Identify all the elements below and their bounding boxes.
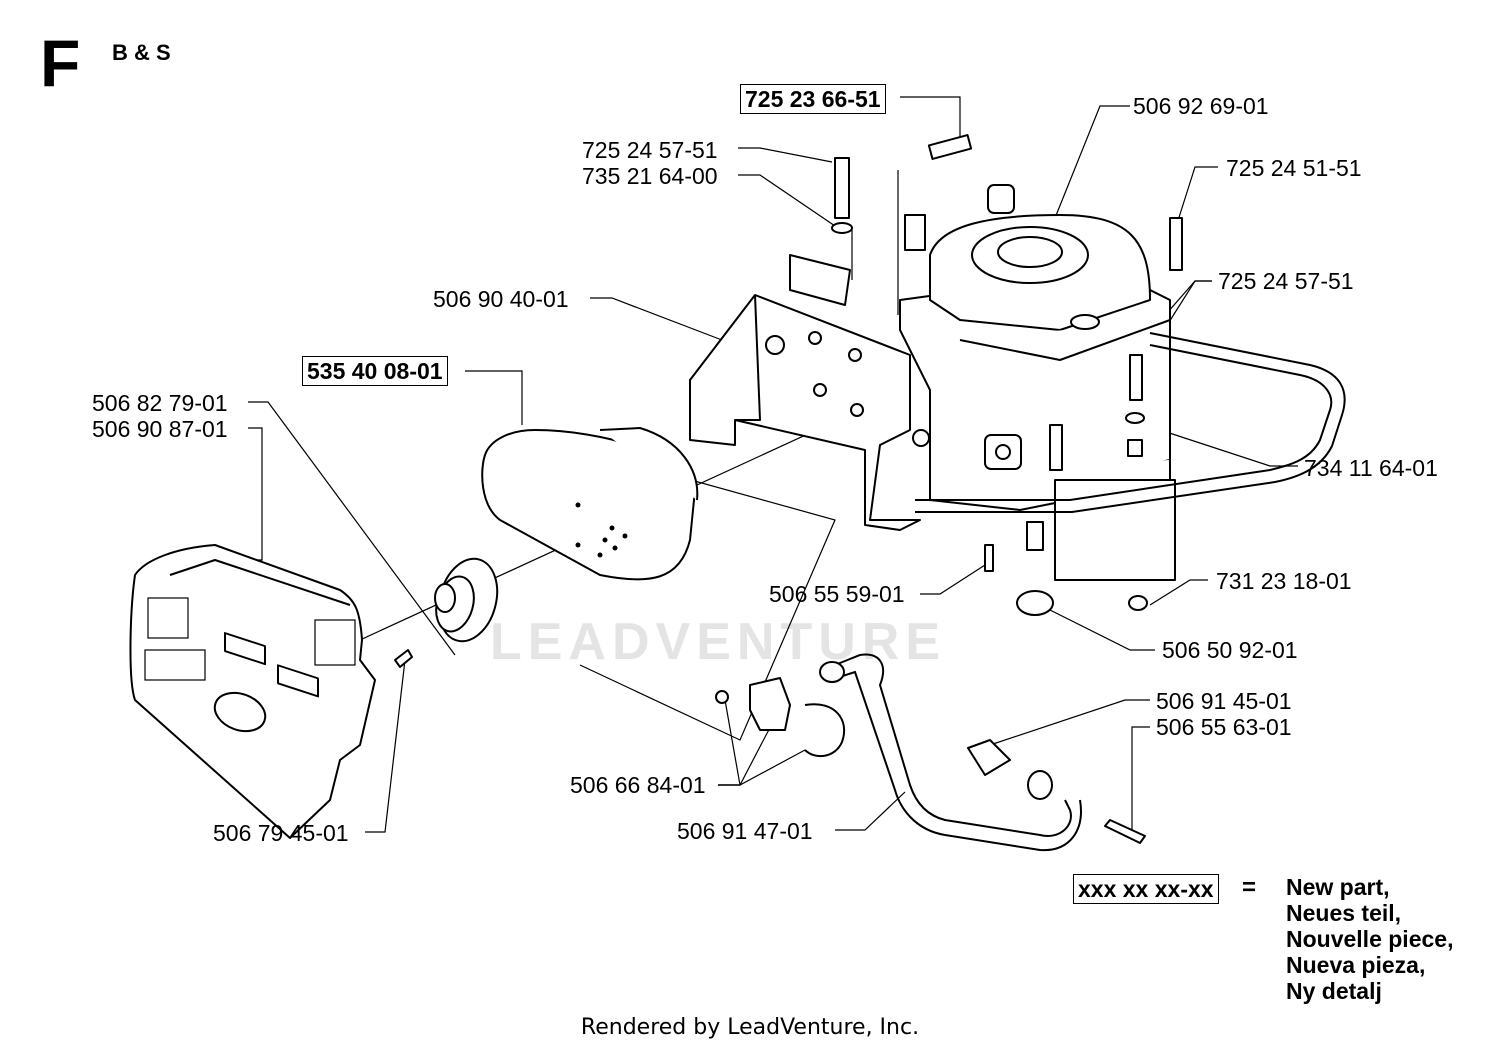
part-number[interactable]: 506 90 40-01 [433,286,569,312]
frame-tube-drawing [915,332,1346,513]
bracket-drawing [689,214,926,531]
legend-line: Ny detalj [1286,978,1382,1004]
legend-line: Neues teil, [1286,900,1402,926]
part-number-new[interactable]: 535 40 08-01 [302,356,448,386]
clamp-drawing [715,677,846,758]
part-number[interactable]: 725 24 51-51 [1226,155,1362,181]
legend-line: Nueva pieza, [1286,952,1426,978]
part-number[interactable]: 506 66 84-01 [570,772,706,798]
part-number[interactable]: 506 55 63-01 [1156,714,1292,740]
legend-line: New part, [1286,874,1390,900]
legend-code-box: xxx xx xx-xx [1073,874,1219,904]
part-number[interactable]: 506 92 69-01 [1133,93,1269,119]
engine-drawing [899,184,1176,581]
part-number[interactable]: 506 79 45-01 [213,820,349,846]
deflector-drawing [434,557,499,643]
part-number[interactable]: 506 55 59-01 [769,581,905,607]
guard-drawing [129,544,376,839]
section-letter: F [40,26,81,100]
part-number-new[interactable]: 725 23 66-51 [740,84,886,114]
part-number[interactable]: 506 50 92-01 [1162,637,1298,663]
watermark: LEADVENTURE [490,613,947,671]
part-number[interactable]: 506 91 47-01 [677,818,813,844]
part-number[interactable]: 731 23 18-01 [1216,568,1352,594]
part-number[interactable]: 506 82 79-01 [92,390,228,416]
exhaust-pipe-drawing [819,653,1146,852]
muffler-drawing [481,427,699,581]
part-number[interactable]: 506 90 87-01 [92,416,228,442]
part-number[interactable]: 506 91 45-01 [1156,688,1292,714]
footer-credit: Rendered by LeadVenture, Inc. [580,1015,920,1040]
hardware-drawing [394,134,1183,668]
engine-type-label: B & S [112,40,171,65]
part-number[interactable]: 735 21 64-00 [582,163,718,189]
legend-text: New part, Neues teil, Nouvelle piece, Nu… [1286,874,1453,1004]
part-number[interactable]: 725 24 57-51 [1218,268,1354,294]
legend-line: Nouvelle piece, [1286,926,1454,952]
part-number[interactable]: 725 24 57-51 [582,137,718,163]
part-number[interactable]: 734 11 64-01 [1304,455,1438,481]
legend-equals: = [1242,874,1257,901]
